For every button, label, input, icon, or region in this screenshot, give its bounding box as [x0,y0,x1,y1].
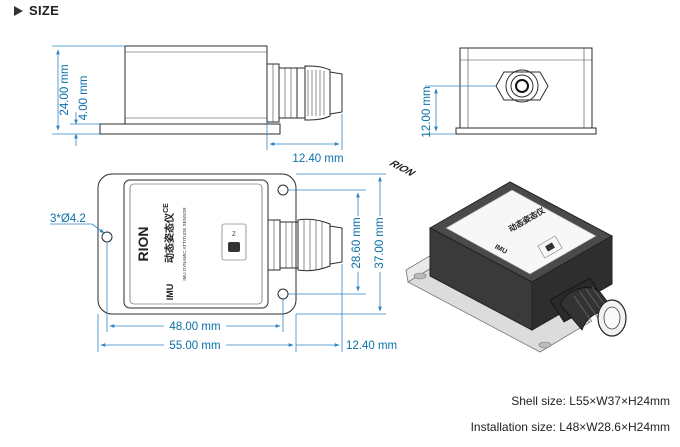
side-housing [124,45,268,125]
section-header: SIZE [14,3,59,18]
top-gland-tip [329,225,343,265]
product-3d-view: RION 动态姿态仪 IMU [386,159,627,353]
top-hole-spacing-h-label: 48.00 mm [169,321,220,333]
hole-callout-label: 3*Ø4.2 [50,213,86,225]
mount-hole-left [101,231,113,243]
product-brand-logo: RION [386,159,419,178]
side-gland-hex [278,67,298,119]
top-gland-label: 12.40 mm [346,340,397,352]
end-base-flange [455,127,597,135]
side-gland-cap [304,65,331,121]
side-gland-tip [329,71,343,115]
section-title: SIZE [29,3,60,18]
shell-size-text: Shell size: L55×W37×H24mm [511,394,670,408]
installation-size-text: Installation size: L48×W28.6×H24mm [470,420,670,434]
housing-label [445,189,597,275]
flange-hole-front [538,341,552,349]
top-model-prefix: IMU [165,284,175,301]
top-length-label: 55.00 mm [169,340,220,352]
side-base-label: 4.00 mm [78,76,90,121]
side-gland-body [296,67,306,119]
top-brand-logo: RION [135,227,151,262]
top-base-plate [97,173,297,315]
end-housing [459,47,593,129]
axis-indicator-box [221,223,247,261]
triangle-bullet-icon [14,5,23,16]
axis-z-label: Z [232,232,236,238]
axis-chip-icon [228,242,240,252]
end-view: 12.00 mm [421,47,597,138]
end-gland-ring-outer [505,69,539,103]
side-base-flange [99,123,281,135]
mount-hole-top-right [277,184,289,196]
side-height-label: 24.00 mm [59,64,71,115]
top-width-label: 37.00 mm [374,217,386,268]
top-gland-cap [297,218,331,272]
end-gland-hex [495,71,549,101]
end-height-label: 12.00 mm [421,86,433,137]
end-gland-ring-inner [515,79,529,93]
top-model-cn: 动态姿态仪 [163,212,176,263]
flange-hole-left [413,272,427,280]
top-model-en: IMU DYNAMIC ATTITUDE SENSOR [182,207,187,281]
end-gland-ring-mid [510,74,534,98]
top-gland-hex [279,221,299,269]
top-hole-spacing-v-label: 28.60 mm [351,217,363,268]
product-axis-chip-icon [545,242,555,252]
side-gland-label: 12.40 mm [292,153,343,165]
ce-mark: CE [163,203,170,213]
housing-right-face [531,235,613,331]
mount-hole-bottom-right [277,288,289,300]
top-view: RION 动态姿态仪 IMU DYNAMIC ATTITUDE SENSOR I… [50,173,397,352]
product-axis-box [537,235,563,259]
side-view: 24.00 mm 4.00 mm 12.40 mm [52,45,344,165]
